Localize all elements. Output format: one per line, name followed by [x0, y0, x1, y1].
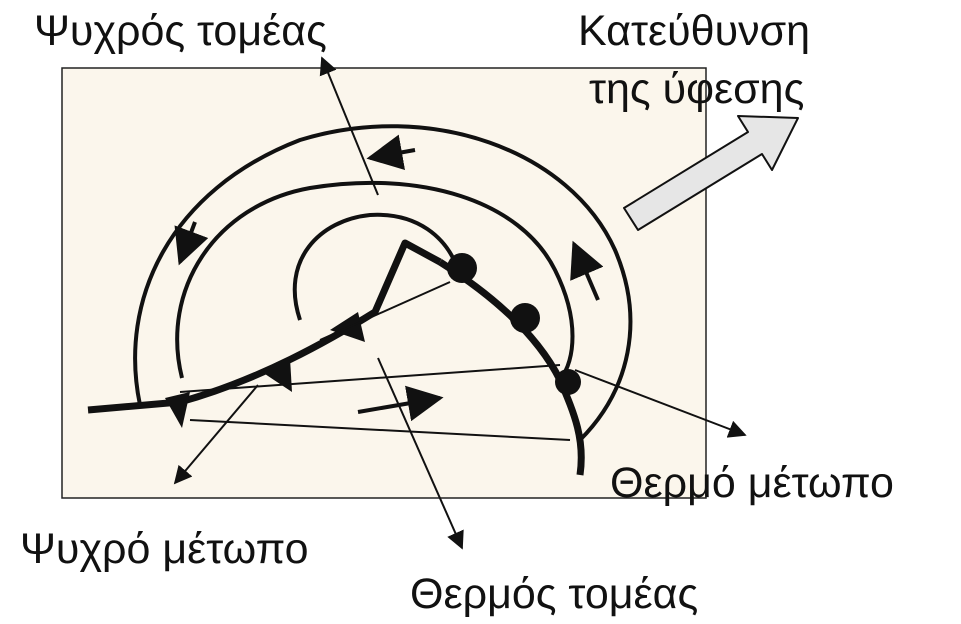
label-pointers	[173, 56, 747, 550]
label-warm-sector: Θερμός τομέας	[410, 570, 699, 618]
outer-circulation-curve	[133, 124, 633, 442]
warm-sector-lines	[179, 281, 571, 441]
pointer-cold-front	[173, 384, 259, 485]
inner-circulation-curve	[292, 212, 457, 321]
flow-arrow-top	[366, 134, 416, 171]
cold-front-triangle	[262, 358, 292, 392]
label-cold-front: Ψυχρό μέτωπο	[20, 525, 309, 573]
cold-front-triangle	[165, 392, 190, 428]
pointer-warm-sector	[377, 357, 464, 550]
movement-direction-arrow	[623, 115, 799, 231]
pointer-warm-front	[574, 369, 747, 438]
flow-arrow-left	[174, 221, 209, 266]
label-direction-line2: της ύφεσης	[589, 65, 805, 113]
warm-front-semicircle	[555, 369, 581, 395]
warm-front-semicircle	[510, 303, 540, 333]
label-direction-line1: Κατεύθυνση	[578, 7, 811, 55]
cold-front-line	[87, 239, 442, 414]
label-cold-sector: Ψυχρός τομέας	[34, 7, 327, 55]
label-warm-front: Θερμό μέτωπο	[610, 459, 894, 507]
flow-arrow-right	[570, 240, 604, 301]
warm-front	[438, 253, 585, 476]
pointer-cold-sector	[319, 56, 379, 196]
warm-front-semicircle	[447, 253, 477, 283]
